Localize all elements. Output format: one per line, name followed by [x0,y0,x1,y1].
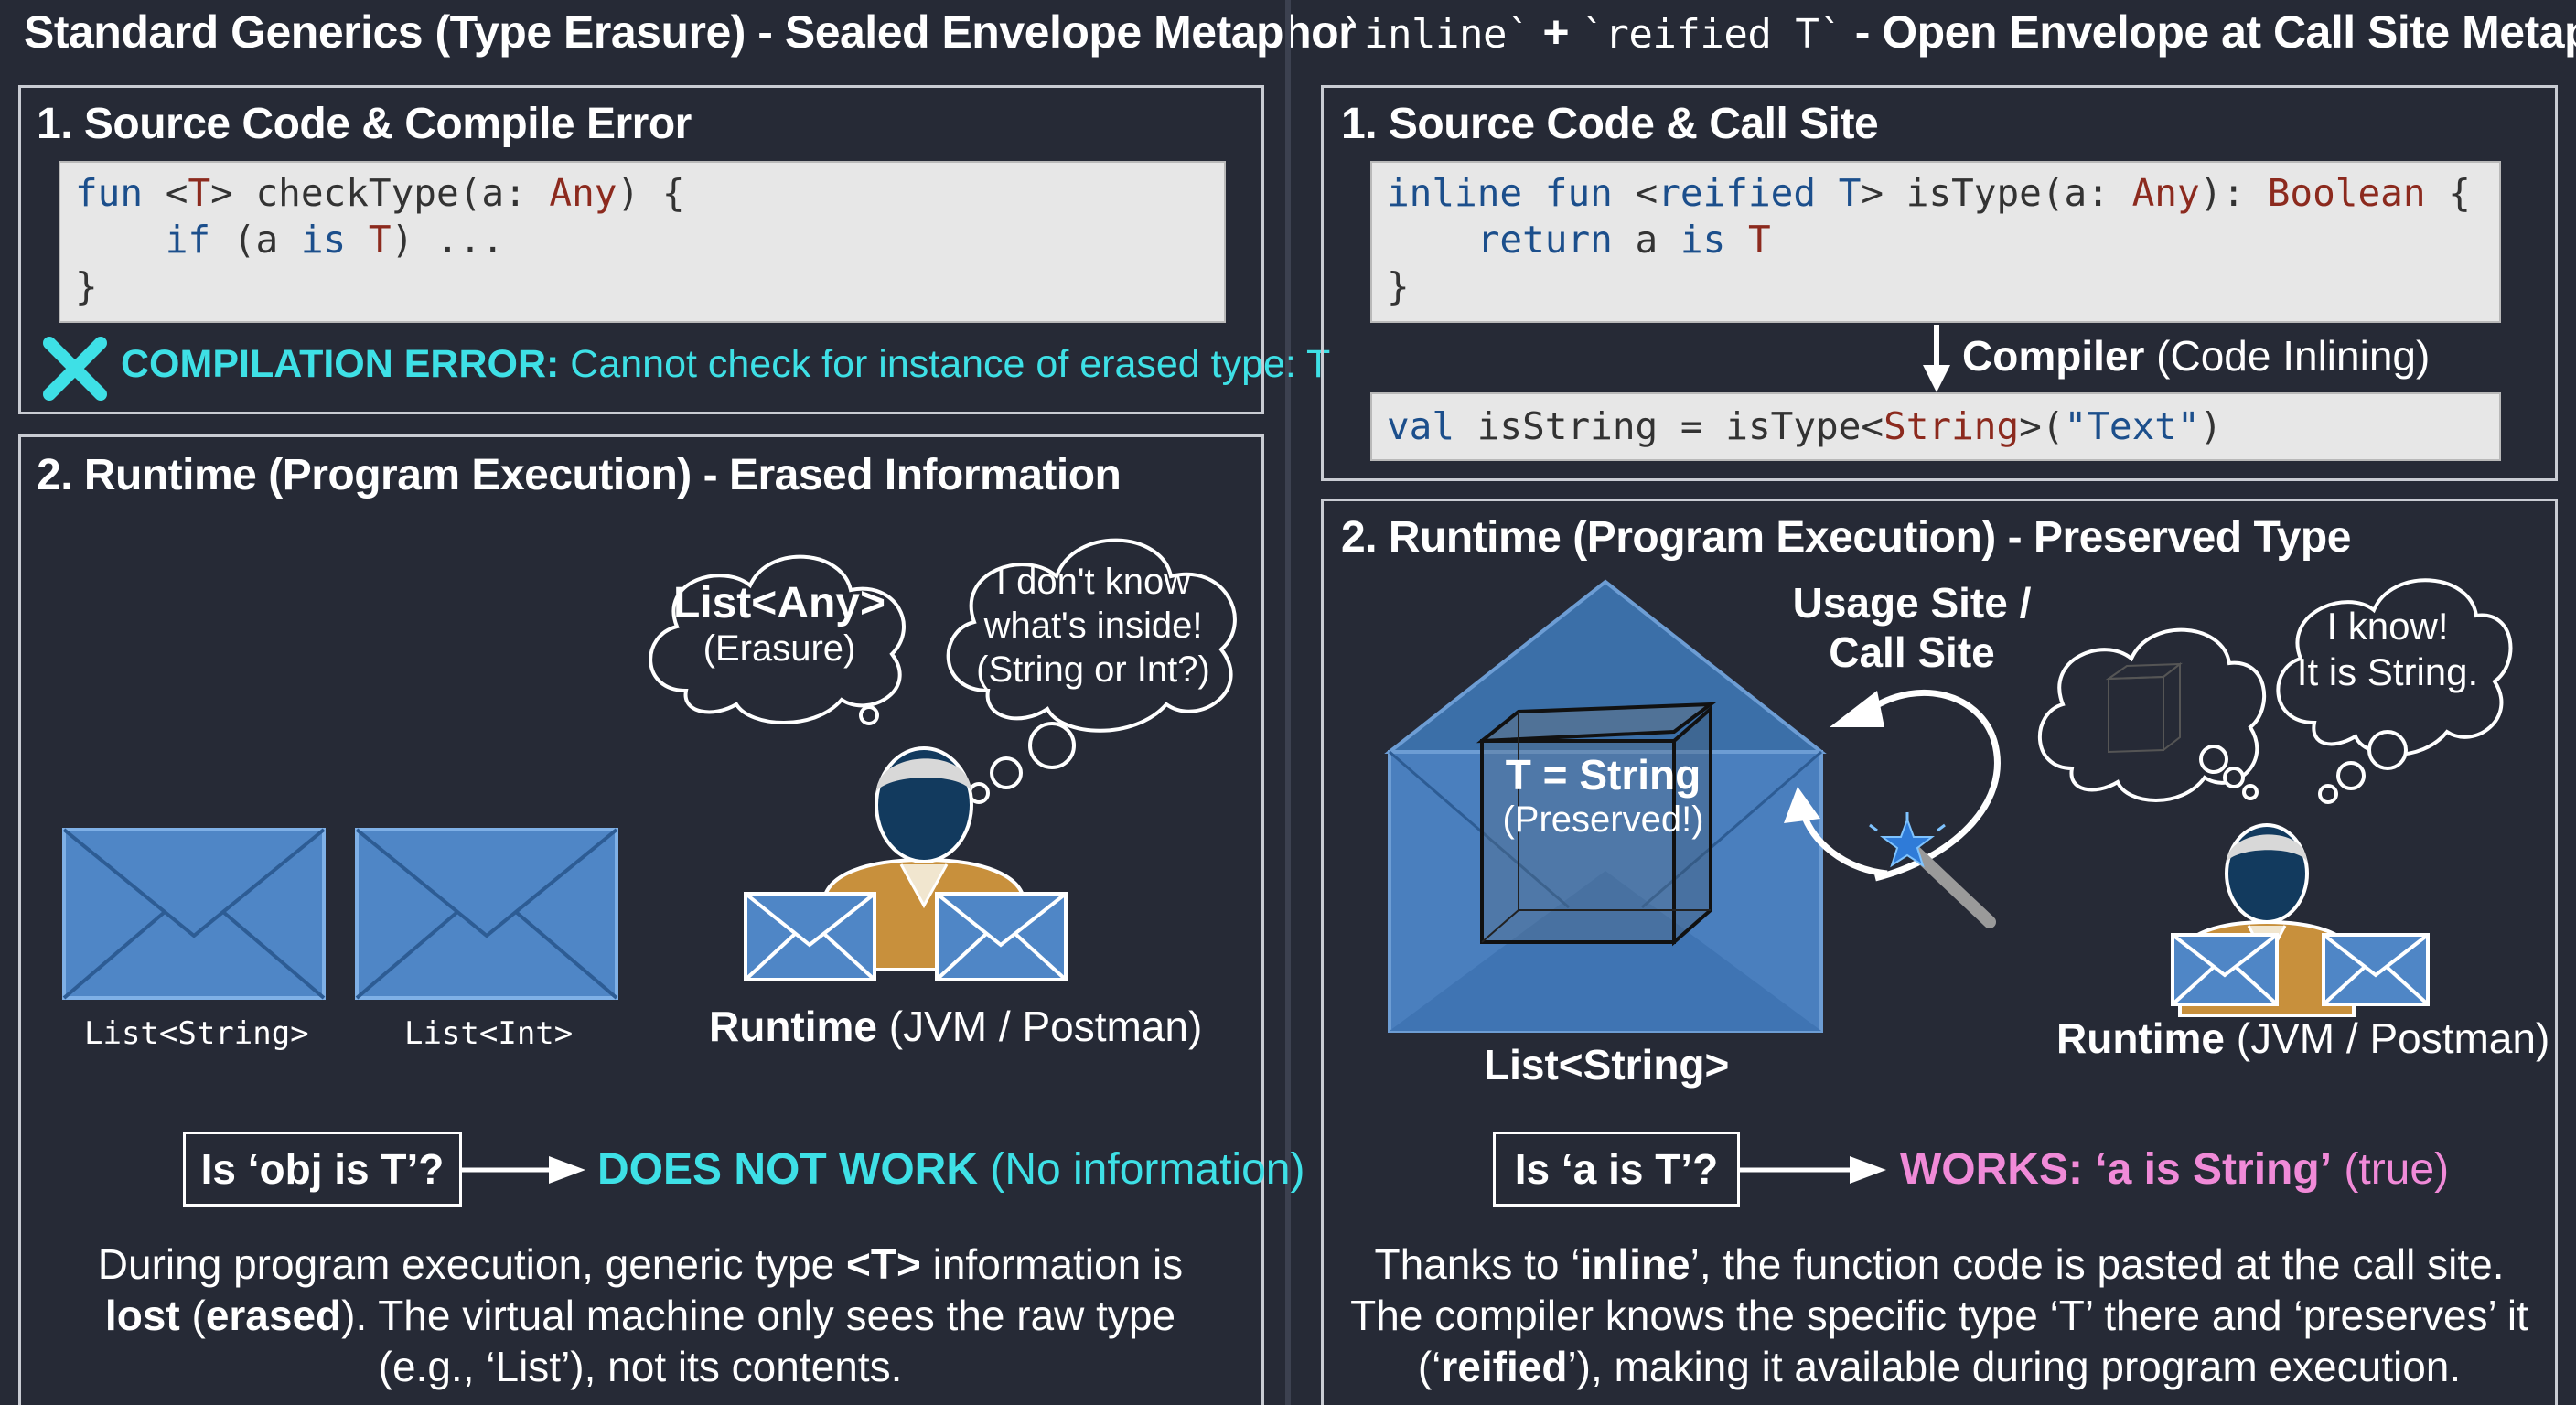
code-line-1: fun <T> checkType(a: Any) { [75,171,685,215]
envelope-icon [62,828,326,1000]
cross-icon [43,337,107,401]
call-site-line: val isString = isType<String>("Text") [1387,404,2223,448]
envelope-icon [355,828,618,1000]
arrow-right-icon [462,1156,585,1184]
right-runtime-panel-heading: 2. Runtime (Program Execution) - Preserv… [1341,513,2351,562]
right-source-panel [1321,85,2558,481]
thought-cloud-icon [946,538,1237,733]
left-source-panel [18,85,1264,414]
curved-arrow-icon [1784,787,1888,877]
envelope-label-int: List<Int> [404,1015,574,1052]
code-line-3: } [1387,264,1410,308]
runtime-label-left: Runtime (JVM / Postman) [709,1003,1203,1050]
thought-cloud-icon [649,554,906,724]
left-column-title: Standard Generics (Type Erasure) - Seale… [24,6,1357,58]
column-divider [1285,0,1291,1405]
cloud-list-any: List<Any> (Erasure) [672,579,886,669]
code-line-3: } [75,264,98,308]
result-right: WORKS: ‘a is String’ (true) [1900,1145,2450,1194]
left-runtime-panel-heading: 2. Runtime (Program Execution) - Erased … [37,451,1122,499]
magic-wand-icon [1869,812,1996,928]
question-box-left: Is ‘obj is T’? [183,1132,462,1207]
reified-explanation: Thanks to ‘inline’, the function code is… [1350,1240,2528,1390]
arrow-down-icon [1923,325,1950,392]
usage-site-label: Usage Site / Call Site [1792,579,2032,676]
envelope-icon [935,892,1068,981]
left-source-panel-heading: 1. Source Code & Compile Error [37,100,692,148]
envelope-icon [2171,933,2279,1006]
right-code-block: inline fun <reified T> isType(a: Any): B… [1370,161,2501,323]
compiler-label: Compiler (Code Inlining) [1962,332,2431,380]
right-source-panel-heading: 1. Source Code & Call Site [1341,100,1879,148]
compilation-error: COMPILATION ERROR: Cannot check for inst… [121,342,1331,386]
preserved-type-label: T = String (Preserved!) [1502,751,1704,840]
code-line-2: if (a is T) ... [75,218,505,262]
right-column-title: `inline` + `reified T` - Open Envelope a… [1340,6,2576,58]
cloud-dont-know: I don't know what's inside! (String or I… [976,562,1210,690]
envelope-label-string: List<String> [84,1015,309,1052]
envelope-icon [744,892,876,981]
right-runtime-panel [1321,499,2558,1405]
arrow-right-icon [1740,1156,1886,1184]
envelope-icon [2322,933,2430,1006]
cube-icon [1476,702,1717,947]
code-line-1: inline fun <reified T> isType(a: Any): B… [1387,171,2471,215]
curved-arrow-icon [1830,689,2001,882]
result-left: DOES NOT WORK (No information) [597,1145,1305,1194]
left-runtime-panel [18,434,1264,1405]
question-box-right: Is ‘a is T’? [1493,1132,1740,1207]
thought-bubble-dots [2199,730,2408,804]
runtime-label-right: Runtime (JVM / Postman) [2056,1014,2550,1062]
erasure-explanation: During program execution, generic type <… [97,1240,1184,1390]
call-site-code: val isString = isType<String>("Text") [1370,392,2501,461]
envelope-label-list-string: List<String> [1484,1041,1730,1089]
code-line-2: return a is T [1387,218,1771,262]
left-code-block: fun <T> checkType(a: Any) { if (a is T) … [59,161,1226,323]
envelope-icon [1384,579,1827,1033]
cloud-i-know: I know! It is String. [2296,605,2479,693]
